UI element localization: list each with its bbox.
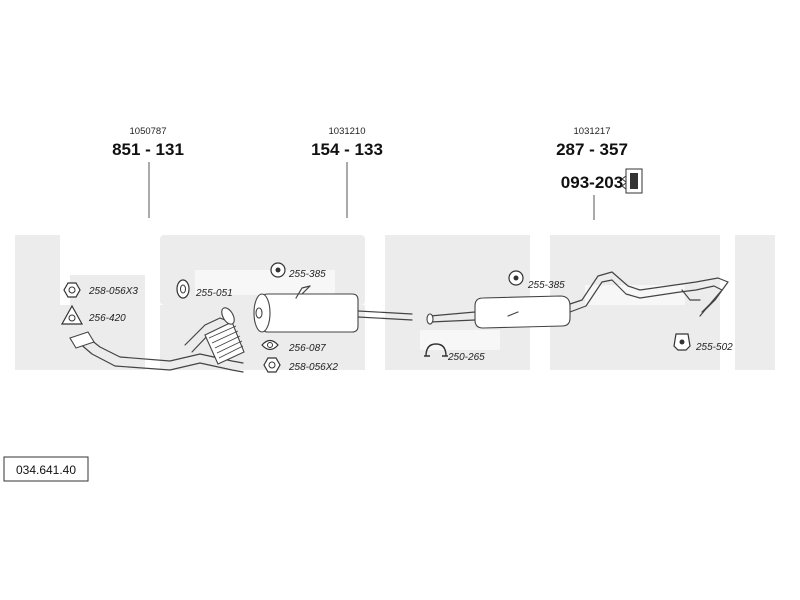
part-gasket-front: 255-051 [195,288,233,299]
gasket-ring-icon [261,339,279,351]
assembly-ref-2: 1031210 [329,126,366,137]
hanger-center-icon [270,262,286,278]
center-muffler [253,285,413,333]
part-nut-center: 258-056X2 [288,362,338,373]
rear-silencer [426,271,729,329]
nut-center-icon [263,357,281,373]
bracket-icon [621,168,643,194]
front-pipe [69,307,245,373]
bosal-watermark [15,235,775,370]
part-gasket-ring: 256-087 [288,343,326,354]
gasket-triangle-icon [60,304,84,325]
reference-number: 034.641.40 [16,463,76,477]
nut-front-icon [63,282,81,298]
part-gasket-triangle: 256-420 [88,313,126,324]
assembly-part-2: 154 - 133 [311,140,383,159]
part-hanger-center: 255-385 [288,269,326,280]
part-nut-front: 258-056X3 [88,286,138,297]
assembly-ref-3: 1031217 [574,126,611,137]
hanger-rear-icon [508,270,524,286]
assembly-extra-part-3: 093-203 [561,173,623,192]
assembly-part-1: 851 - 131 [112,140,184,159]
assembly-part-3: 287 - 357 [556,140,628,159]
reference-number-box [3,456,89,482]
hanger-tail-icon [673,333,691,351]
part-hanger-tail: 255-502 [695,342,733,353]
clamp-icon [424,343,448,357]
part-hanger-rear: 255-385 [527,280,565,291]
assembly-ref-1: 1050787 [130,126,167,137]
gasket-front-icon [176,279,190,299]
part-clamp: 250-265 [447,352,485,363]
